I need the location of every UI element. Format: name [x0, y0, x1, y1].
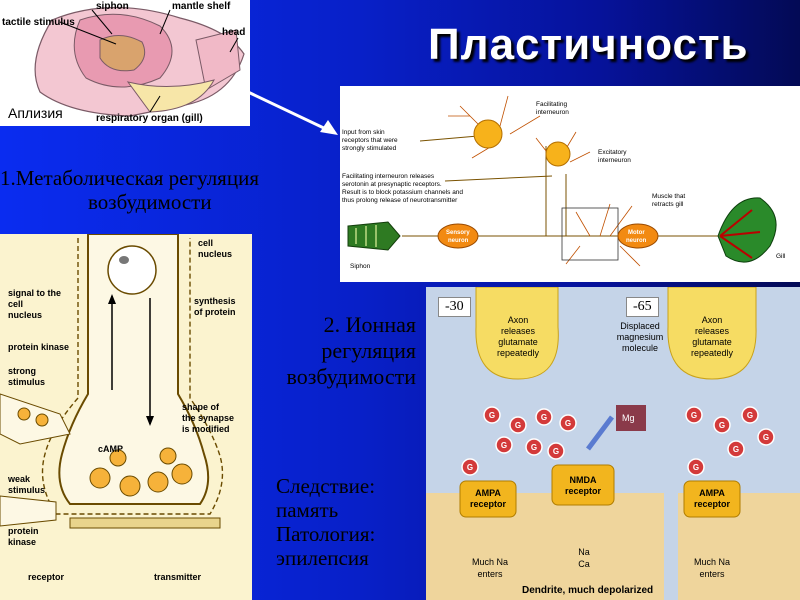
- svg-text:cell: cell: [198, 238, 213, 248]
- svg-text:shape of: shape of: [182, 402, 220, 412]
- svg-text:G: G: [553, 447, 559, 456]
- svg-text:interneuron: interneuron: [536, 109, 569, 116]
- svg-text:Motor: Motor: [628, 230, 645, 236]
- svg-text:signal to the: signal to the: [8, 288, 61, 298]
- svg-text:Input from skin: Input from skin: [342, 129, 385, 136]
- svg-text:glutamate: glutamate: [692, 337, 732, 347]
- label-siphon: siphon: [96, 1, 129, 12]
- svg-text:enters: enters: [699, 569, 725, 579]
- svg-text:repeatedly: repeatedly: [497, 348, 540, 358]
- svg-text:the synapse: the synapse: [182, 413, 234, 423]
- svg-text:Siphon: Siphon: [350, 263, 371, 270]
- svg-text:molecule: molecule: [622, 343, 658, 353]
- svg-text:is modified: is modified: [182, 424, 230, 434]
- svg-text:AMPA: AMPA: [699, 488, 725, 498]
- svg-text:synthesis: synthesis: [194, 296, 236, 306]
- voltage-label-1: -30: [438, 297, 471, 317]
- svg-text:receptor: receptor: [694, 499, 731, 509]
- svg-text:strongly stimulated: strongly stimulated: [342, 145, 397, 152]
- svg-text:receptor: receptor: [565, 486, 602, 496]
- svg-text:cAMP: cAMP: [98, 444, 123, 454]
- svg-text:Much Na: Much Na: [694, 557, 730, 567]
- svg-text:neuron: neuron: [448, 238, 469, 244]
- svg-text:Facilitating interneuron relea: Facilitating interneuron releases: [342, 173, 435, 180]
- svg-text:Na: Na: [578, 547, 590, 557]
- svg-text:G: G: [719, 421, 725, 430]
- svg-text:releases: releases: [695, 326, 730, 336]
- label-mantle-shelf: mantle shelf: [172, 1, 231, 12]
- svg-text:G: G: [489, 411, 495, 420]
- svg-text:G: G: [763, 433, 769, 442]
- svg-text:Axon: Axon: [702, 315, 723, 325]
- svg-text:Ca: Ca: [578, 559, 590, 569]
- svg-text:retracts gill: retracts gill: [652, 201, 684, 208]
- svg-text:Facilitating: Facilitating: [536, 101, 567, 108]
- svg-text:cell: cell: [8, 299, 23, 309]
- svg-text:interneuron: interneuron: [598, 157, 631, 164]
- svg-text:NMDA: NMDA: [570, 475, 597, 485]
- svg-text:serotonin at presynaptic recep: serotonin at presynaptic receptors.: [342, 181, 442, 188]
- svg-text:glutamate: glutamate: [498, 337, 538, 347]
- svg-text:G: G: [541, 413, 547, 422]
- svg-text:Muscle that: Muscle that: [652, 193, 685, 200]
- svg-text:stimulus: stimulus: [8, 377, 45, 387]
- svg-text:receptors that were: receptors that were: [342, 137, 398, 144]
- svg-text:nucleus: nucleus: [8, 310, 42, 320]
- svg-text:Gill: Gill: [776, 253, 786, 260]
- svg-text:G: G: [515, 421, 521, 430]
- pointer-arrow: [247, 90, 338, 135]
- svg-text:Dendrite, much depolarized: Dendrite, much depolarized: [522, 585, 653, 596]
- svg-text:G: G: [691, 411, 697, 420]
- svg-text:protein kinase: protein kinase: [8, 342, 69, 352]
- svg-text:Mg: Mg: [622, 413, 635, 423]
- neural-circuit-figure: Input from skin receptors that were stro…: [340, 86, 800, 282]
- svg-text:nucleus: nucleus: [198, 249, 232, 259]
- svg-text:G: G: [565, 419, 571, 428]
- svg-text:protein: protein: [8, 526, 39, 536]
- svg-text:Axon: Axon: [508, 315, 529, 325]
- svg-text:weak: weak: [7, 474, 31, 484]
- svg-text:stimulus: stimulus: [8, 485, 45, 495]
- svg-text:repeatedly: repeatedly: [691, 348, 734, 358]
- svg-text:receptor: receptor: [28, 572, 65, 582]
- svg-text:enters: enters: [477, 569, 503, 579]
- svg-text:G: G: [531, 443, 537, 452]
- svg-text:G: G: [467, 463, 473, 472]
- label-gill: respiratory organ (gill): [96, 113, 203, 124]
- text-consequence: Следствие: память Патология: эпилепсия: [276, 474, 376, 570]
- svg-text:Result is to block potassium c: Result is to block potassium channels an…: [342, 189, 463, 196]
- voltage-label-2: -65: [626, 297, 659, 317]
- aplysia-caption: Аплизия: [8, 105, 63, 121]
- svg-text:Sensory: Sensory: [446, 230, 470, 236]
- text-ionic: 2. Ионная регуляция возбудимости: [286, 312, 417, 389]
- svg-text:G: G: [693, 463, 699, 472]
- label-head: head: [222, 27, 245, 38]
- svg-text:strong: strong: [8, 366, 36, 376]
- aplysia-figure: siphon mantle shelf tactile stimulus hea…: [0, 0, 250, 126]
- label-tactile-stimulus: tactile stimulus: [2, 17, 75, 28]
- svg-text:transmitter: transmitter: [154, 572, 202, 582]
- text-metabolic: 1.Метаболическая регуляция возбудимости: [0, 166, 259, 214]
- svg-text:receptor: receptor: [470, 499, 507, 509]
- receptor-figure: Axon releases glutamate repeatedly Axon …: [426, 287, 800, 600]
- svg-text:neuron: neuron: [626, 238, 647, 244]
- svg-text:releases: releases: [501, 326, 536, 336]
- svg-text:thus prolong release of neurot: thus prolong release of neurotransmitter: [342, 197, 458, 204]
- svg-text:Displaced: Displaced: [620, 321, 660, 331]
- slide-title: Пластичность: [428, 20, 749, 69]
- svg-text:G: G: [747, 411, 753, 420]
- svg-text:of protein: of protein: [194, 307, 236, 317]
- svg-text:G: G: [733, 445, 739, 454]
- synapse-figure: cell nucleus signal to the cell nucleus …: [0, 234, 252, 600]
- svg-text:AMPA: AMPA: [475, 488, 501, 498]
- svg-text:kinase: kinase: [8, 537, 36, 547]
- svg-text:G: G: [501, 441, 507, 450]
- svg-text:magnesium: magnesium: [617, 332, 664, 342]
- svg-text:Much Na: Much Na: [472, 557, 508, 567]
- svg-text:Excitatory: Excitatory: [598, 149, 627, 156]
